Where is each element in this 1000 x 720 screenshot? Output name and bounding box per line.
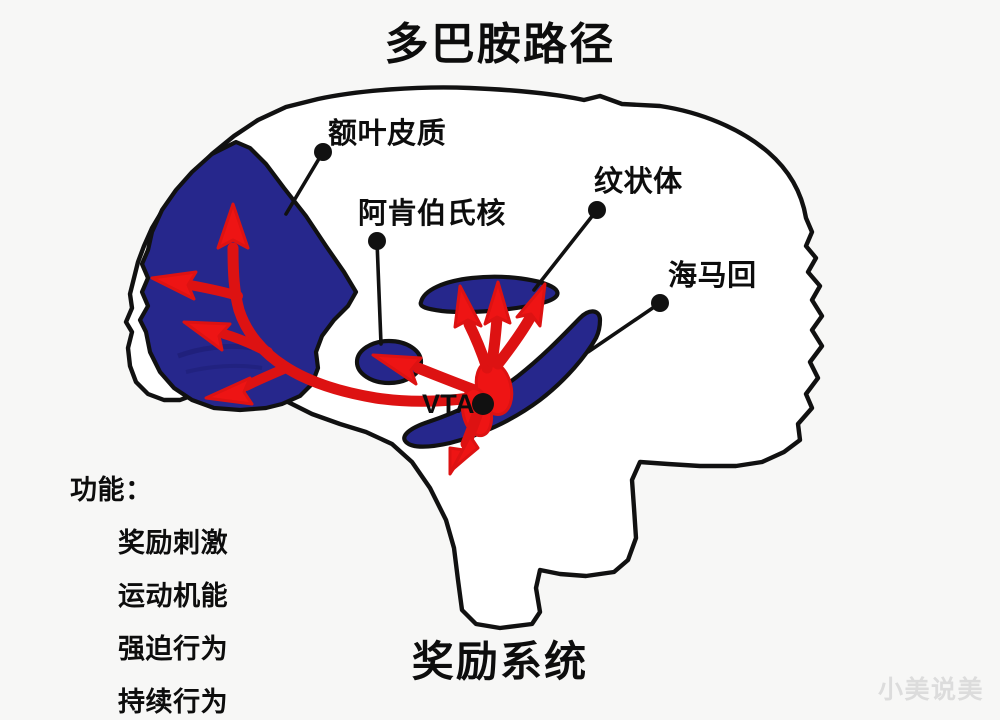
striatum-region <box>418 274 560 315</box>
pathway-arrowhead-striatal-1 <box>453 284 483 329</box>
pathway-striatal-2 <box>486 312 503 368</box>
leader-dot-striatum <box>588 201 606 219</box>
leader-line-nucleus-accumbens <box>375 239 383 346</box>
pathway-arrowhead-striatal-3 <box>515 282 547 328</box>
function-item-compulsive-behavior: 强迫行为 <box>118 634 229 664</box>
pathway-branch-lower-left <box>219 329 273 357</box>
hippocampus-region <box>402 309 603 449</box>
leader-line-striatum <box>532 208 599 292</box>
pathway-arrowhead-lower-left <box>182 320 232 352</box>
striatum-shape <box>418 274 560 315</box>
frontal-cortex-shape <box>137 139 359 413</box>
leader-dot-hippocampus <box>651 294 669 312</box>
leader-dot-vta <box>472 393 494 415</box>
caption-reward-system: 奖励系统 <box>411 640 589 686</box>
pathway-arrowhead-accumbens <box>371 353 423 386</box>
label-frontal-cortex: 额叶皮质 <box>328 118 447 150</box>
function-item-motor-function: 运动机能 <box>118 581 229 611</box>
pathway-arrowhead-up <box>216 202 250 250</box>
pathway-branch-left <box>185 280 243 301</box>
function-item-reward-stimulus: 奖励刺激 <box>118 528 229 558</box>
frontal-cortex-texture-2 <box>185 363 263 374</box>
dopamine-pathway-arrows <box>150 202 547 476</box>
frontal-cortex-region <box>137 139 359 413</box>
leader-lines-group <box>284 143 669 415</box>
pathway-arrowhead-down-left <box>204 376 254 406</box>
functions-heading: 功能： <box>70 475 153 505</box>
pathway-arrowhead-left <box>150 270 198 301</box>
leader-dot-nucleus-accumbens <box>368 232 386 250</box>
pathway-striatal-1 <box>463 318 493 374</box>
leader-line-hippocampus <box>586 301 662 354</box>
functions-list: 功能： 奖励刺激 运动机能 强迫行为 持续行为 <box>70 468 228 719</box>
leader-dot-frontal-cortex <box>314 143 332 161</box>
label-striatum: 纹状体 <box>594 166 683 198</box>
function-item-persistent-behavior: 持续行为 <box>118 687 229 717</box>
label-nucleus-accumbens: 阿肯伯氏核 <box>358 198 506 230</box>
pathway-arrowhead-hippocampus-2 <box>450 434 480 472</box>
hippocampus-shape <box>402 309 603 449</box>
watermark: 小美说美 <box>877 676 984 704</box>
label-vta: VTA <box>422 389 475 419</box>
pathway-striatal-3 <box>492 312 536 370</box>
page-title: 多巴胺路径 <box>384 20 616 69</box>
pathway-arrowhead-striatal-2 <box>483 280 512 326</box>
pathway-branch-down-left <box>241 363 291 391</box>
leader-line-frontal-cortex <box>284 150 325 216</box>
label-hippocampus: 海马回 <box>668 260 757 292</box>
frontal-cortex-texture-1 <box>177 343 253 359</box>
